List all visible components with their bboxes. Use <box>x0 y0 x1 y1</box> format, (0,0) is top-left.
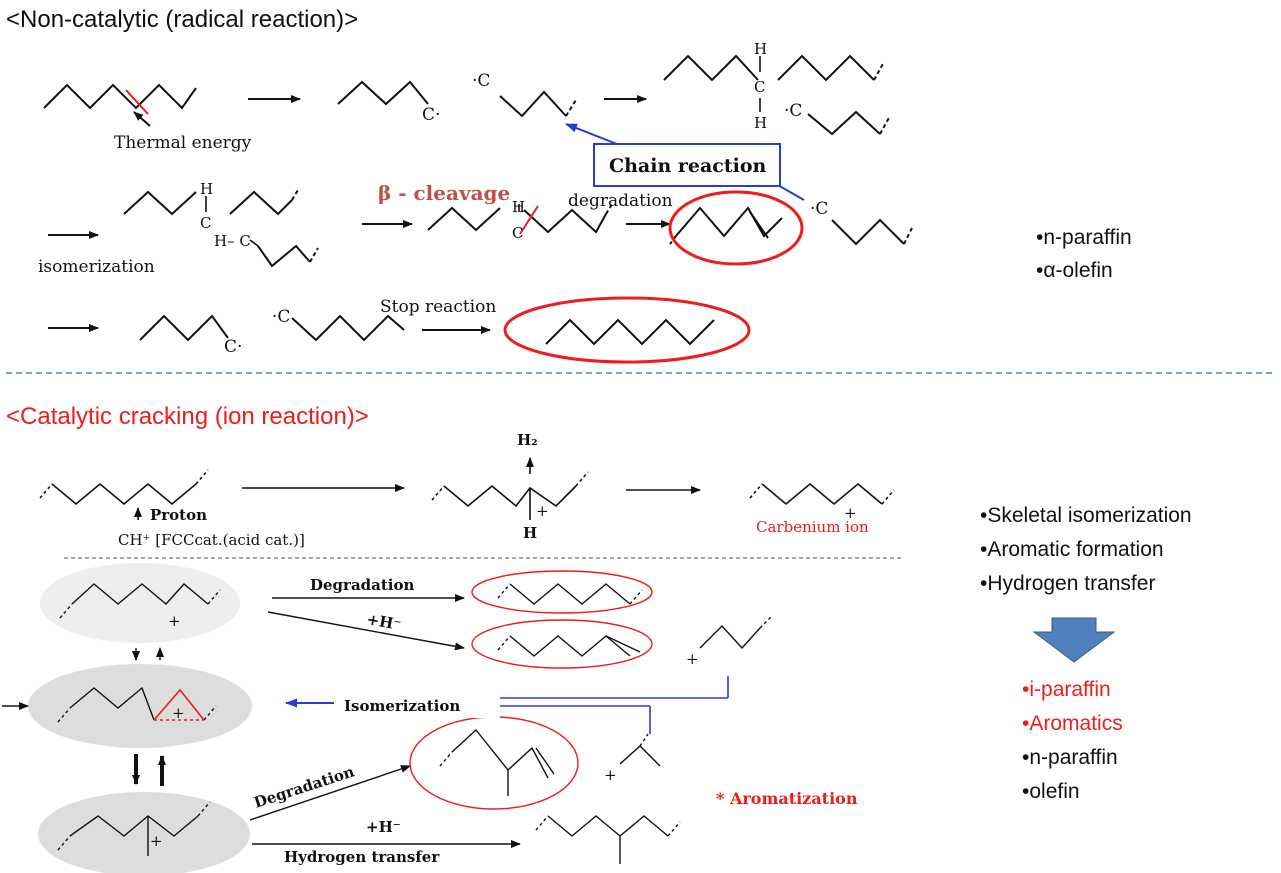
h-c-label: H– C <box>214 232 251 250</box>
branched-chain-left <box>663 54 759 82</box>
chain-arrow <box>565 123 623 147</box>
carbenium-ellipse-3 <box>38 792 250 873</box>
radical-label: ·C <box>810 199 828 219</box>
section-title-noncatalytic: <Non-catalytic (radical reaction)> <box>6 6 358 33</box>
hydrogen-transfer-label: Hydrogen transfer <box>284 848 440 866</box>
mechanism-item: •Hydrogen transfer <box>980 572 1155 595</box>
propyl-radical-row3 <box>139 314 229 342</box>
paraffin-highlight <box>503 296 751 364</box>
plus-sign: + <box>604 766 617 784</box>
h-label: H <box>512 198 525 216</box>
branched-olefin-ellipse <box>409 716 579 810</box>
paraffin-product <box>545 318 715 346</box>
thermal-energy-label: Thermal energy <box>114 133 252 153</box>
olefin-product-ellipse <box>471 619 653 669</box>
plus-sign: + <box>168 612 181 630</box>
result-item: •olefin <box>1022 780 1080 803</box>
aromatization-label: * Aromatization <box>716 789 858 808</box>
olefin-product <box>675 206 783 238</box>
result-item: •n-paraffin <box>1022 746 1118 769</box>
chain-fragment <box>499 90 567 118</box>
h-label: H <box>200 180 213 198</box>
plus-h-label: +H⁻ <box>365 610 402 634</box>
carbenium-ellipse-2 <box>28 664 252 748</box>
h-label: H <box>523 524 537 542</box>
plus-sign: + <box>150 832 163 850</box>
c-label: C <box>200 214 211 232</box>
down-arrow-icon <box>1032 617 1116 663</box>
molecules-bottom <box>57 583 773 864</box>
isomerized-chain-left <box>123 190 197 216</box>
radical-label: ·C <box>272 307 290 327</box>
ch-plus-label: CH⁺ [FCCcat.(acid cat.)] <box>118 531 305 549</box>
cleavage-mark-1 <box>125 89 149 115</box>
plus-sign: + <box>536 502 549 520</box>
plus-sign: + <box>172 704 185 722</box>
proton-label: Proton <box>150 506 207 524</box>
isomerization-box <box>334 692 500 718</box>
h2-label: H₂ <box>517 431 538 449</box>
beta-cleavage-label: β - cleavage <box>378 181 510 205</box>
result-item: •Aromatics <box>1022 712 1123 735</box>
isomerization-label: Isomerization <box>344 697 460 715</box>
chain-reaction-label: Chain reaction <box>609 155 767 177</box>
radical-fragment-row2 <box>831 218 905 246</box>
isomerization-label-top: isomerization <box>38 257 155 277</box>
radical-label: ·C <box>472 71 490 91</box>
h-c-branch <box>257 244 311 268</box>
branched-chain-right <box>777 54 875 82</box>
cleavage-chain-right <box>523 208 607 234</box>
plus-sign: + <box>686 650 699 668</box>
section-title-catalytic: <Catalytic cracking (ion reaction)> <box>6 403 369 430</box>
degradation-label: Degradation <box>310 576 415 594</box>
mechanism-item: •Aromatic formation <box>980 538 1164 561</box>
radical-label: C· <box>422 105 440 125</box>
plus-sign: + <box>844 504 857 522</box>
radical-chain-row3 <box>291 314 405 342</box>
radical-fragment-row1 <box>807 110 881 136</box>
plus-h-label: +H⁻ <box>366 818 401 836</box>
chain-reaction-box <box>593 143 781 187</box>
c-label: C <box>754 78 765 96</box>
radical-label: C· <box>224 337 242 357</box>
result-item: •i-paraffin <box>1022 678 1111 701</box>
mechanism-item: •Skeletal isomerization <box>980 504 1192 527</box>
isomerized-chain-right <box>229 190 293 216</box>
cleavage-mark-2 <box>519 205 539 235</box>
cleavage-chain-left <box>427 206 501 232</box>
c-label: C <box>512 224 523 242</box>
carbenium-ion-label: Carbenium ion <box>756 518 869 536</box>
degradation-product-ellipse <box>471 570 653 614</box>
product-item: •n-paraffin <box>1036 226 1132 249</box>
product-item: •α-olefin <box>1036 259 1113 282</box>
olefin-highlight <box>668 190 804 266</box>
arrows-top <box>48 95 671 334</box>
h-label: H <box>754 40 767 58</box>
degradation-label: Degradation <box>252 762 357 811</box>
carbenium-ellipse-1 <box>40 563 240 643</box>
carbenium-triangle <box>153 688 205 721</box>
molecules-top <box>43 54 913 346</box>
propyl-radical-chain <box>337 80 429 106</box>
molecules-bottom-row-a <box>39 469 895 520</box>
alkane-chain <box>43 83 197 110</box>
stop-reaction-label: Stop reaction <box>380 297 496 317</box>
radical-label: ·C <box>784 101 802 121</box>
h-label: H <box>754 114 767 132</box>
arrows-bottom <box>2 594 521 848</box>
degradation-label-top: degradation <box>568 191 673 211</box>
